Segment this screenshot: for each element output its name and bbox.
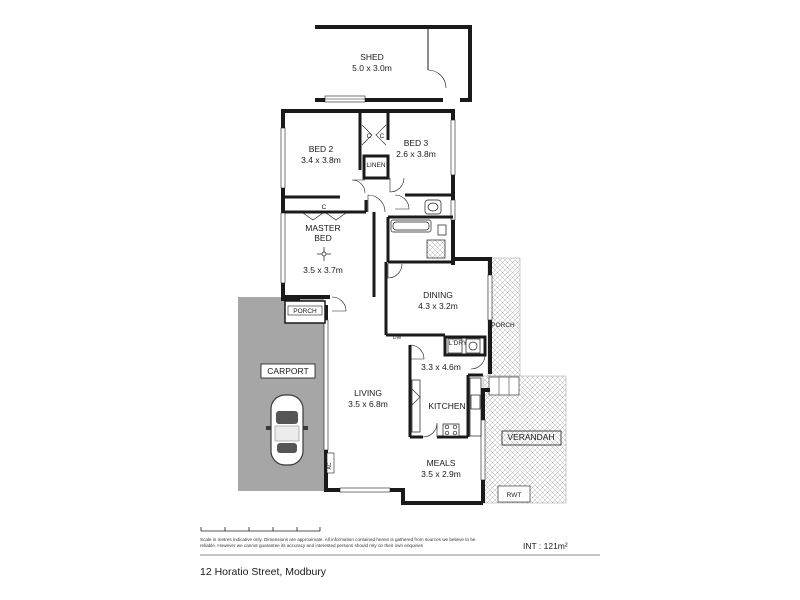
scale-bar — [200, 527, 321, 532]
carport-label: CARPORT — [260, 363, 316, 379]
bed2-dims: 3.4 x 3.8m — [301, 155, 341, 165]
porch-front — [284, 300, 326, 324]
carport — [238, 297, 324, 491]
master-name-1: MASTER — [305, 223, 340, 233]
robes — [302, 124, 387, 221]
bed3-name: BED 3 — [404, 138, 429, 148]
ac-label: AC — [327, 462, 333, 469]
kitchen-dims: 3.3 x 4.6m — [421, 362, 461, 372]
verandah-name: VERANDAH — [507, 432, 554, 442]
ceiling-fan-icon — [317, 247, 331, 261]
laundry-label: L'DRY — [449, 340, 468, 347]
dw-label: DW — [393, 335, 402, 341]
living-name: LIVING — [354, 388, 382, 398]
kitchen-fixtures — [411, 338, 482, 437]
dining-name: DINING — [423, 290, 453, 300]
kitchen-name: KITCHEN — [428, 401, 465, 411]
master-dims: 3.5 x 3.7m — [303, 265, 343, 275]
disclaimer-text: Scale in metres indicative only. Dimensi… — [200, 537, 476, 548]
room-labels: SHED 5.0 x 3.0m BED 2 3.4 x 3.8m BED 3 2… — [293, 52, 554, 499]
robe-label-1: C — [367, 133, 372, 140]
robe-label-3: C — [322, 204, 327, 211]
bed2-name: BED 2 — [309, 144, 334, 154]
porch-front-label: PORCH — [293, 308, 317, 315]
rwt-label: RWT — [507, 492, 522, 499]
verandah-label-box — [501, 430, 562, 446]
meals-name: MEALS — [427, 458, 456, 468]
interior-walls — [285, 113, 487, 439]
master-name-2: BED — [314, 233, 331, 243]
doors — [331, 177, 486, 438]
dining-dims: 4.3 x 3.2m — [418, 301, 458, 311]
bathroom-fixtures — [390, 199, 447, 259]
carport-name: CARPORT — [267, 366, 308, 376]
property-address: 12 Horatio Street, Modbury — [200, 566, 327, 578]
shed-name: SHED — [360, 52, 384, 62]
porch-side-label: PORCH — [491, 322, 515, 329]
linen-label: LINEN — [366, 162, 385, 169]
bed3-dims: 2.6 x 3.8m — [396, 149, 436, 159]
car-icon — [266, 394, 308, 466]
meals-dims: 3.5 x 2.9m — [421, 469, 461, 479]
verandah — [482, 257, 567, 504]
internal-area: INT : 121m² — [523, 541, 568, 551]
living-dims: 3.5 x 6.8m — [348, 399, 388, 409]
shed-dims: 5.0 x 3.0m — [352, 63, 392, 73]
windows — [280, 119, 493, 493]
ac-unit — [326, 452, 335, 474]
shed — [315, 25, 472, 103]
robe-label-2: C — [380, 133, 385, 140]
